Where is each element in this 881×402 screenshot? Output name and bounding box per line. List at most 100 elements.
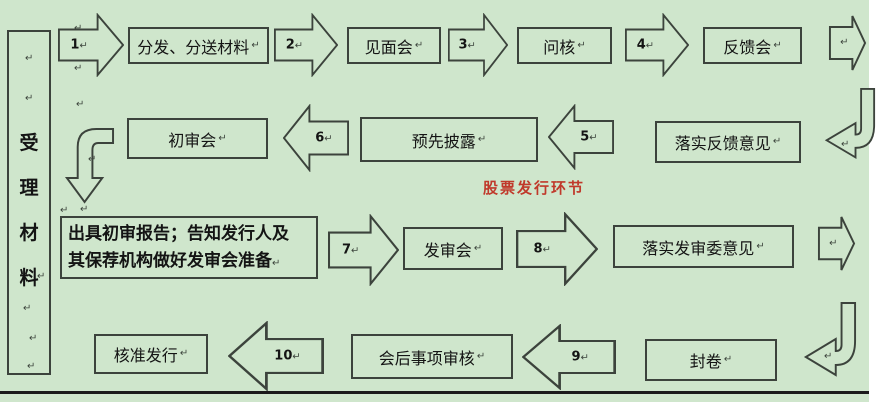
connector-row2-to-row3 [62, 126, 115, 204]
arrow-step-8: 8↵ [516, 212, 598, 286]
arrow-7-label: 7 [342, 242, 352, 258]
arrow-3-label: 3 [458, 37, 468, 53]
paragraph-mark: ↵ [772, 136, 782, 147]
arrow-step-10: 10↵ [228, 321, 324, 391]
paragraph-mark: ↵ [580, 352, 589, 364]
paragraph-mark: ↵ [723, 354, 733, 365]
node-label: 分发、分送材料 [137, 37, 250, 57]
arrow-step-3: 3↵ [448, 13, 508, 77]
right-block-arrow-icon [516, 212, 598, 286]
paragraph-mark: ↵ [473, 242, 483, 254]
paragraph-mark: ↵ [76, 99, 85, 110]
left-block-arrow-icon [283, 104, 349, 172]
arrow-10-label: 10 [274, 348, 293, 364]
flow-node-preliminary-report: 出具初审报告；告知发行人及 其保荐机构做好发审会准备↵ [60, 216, 318, 279]
vertical-char-2: 理 [19, 177, 39, 199]
small-right-arrow-icon [817, 216, 856, 271]
node-label-line2: 其保荐机构做好发审会准备 [68, 251, 272, 271]
left-block-arrow-icon [228, 321, 324, 391]
paragraph-mark: ↵ [29, 333, 38, 344]
paragraph-mark: ↵ [351, 245, 360, 257]
vertical-char-1: 受 [19, 132, 39, 154]
connector-row3-exit: ↵ [817, 215, 856, 272]
paragraph-mark: ↵ [25, 93, 34, 104]
flow-node-meeting-session: 见面会↵ [347, 27, 441, 64]
flow-node-inquiry-check: 问核↵ [517, 27, 612, 64]
u-turn-left-arrow-icon [824, 87, 876, 160]
right-block-arrow-icon [448, 13, 508, 77]
paragraph-mark: ↵ [645, 40, 655, 52]
node-label: 落实反馈意见 [674, 134, 771, 153]
connector-row1-exit: ↵ [828, 14, 867, 72]
paragraph-mark: ↵ [756, 240, 765, 252]
paragraph-mark: ↵ [60, 205, 69, 216]
bottom-border-line [0, 391, 869, 394]
connector-row1-to-row2 [822, 87, 876, 165]
node-label: 落实发审委意见 [642, 238, 755, 258]
paragraph-mark: ↵ [79, 40, 88, 52]
paragraph-mark: ↵ [324, 133, 333, 145]
paragraph-mark: ↵ [88, 154, 97, 165]
node-label: 问核 [543, 37, 576, 57]
node-label: 核准发行 [113, 346, 178, 365]
paragraph-mark: ↵ [773, 39, 782, 51]
vertical-char-4: 料 [19, 267, 39, 289]
paragraph-mark: ↵ [824, 351, 833, 362]
node-label: 反馈会 [723, 37, 772, 57]
arrow-step-6: 6↵ [283, 104, 349, 172]
node-label: 预先披露 [411, 131, 476, 151]
arrow-step-7: 7↵ [328, 214, 399, 286]
arrow-4-label: 4 [636, 37, 646, 53]
paragraph-mark: ↵ [294, 40, 304, 52]
flow-node-implement-feedback: 落实反馈意见↵ [655, 121, 801, 163]
paragraph-mark: ↵ [74, 23, 83, 34]
paragraph-mark: ↵ [477, 133, 487, 145]
flow-node-post-meeting-review: 会后事项审核↵ [351, 334, 513, 379]
node-label: 会后事项审核 [378, 348, 475, 368]
paragraph-mark: ↵ [27, 361, 36, 372]
paragraph-mark: ↵ [23, 303, 32, 314]
paragraph-mark: ↵ [542, 244, 551, 256]
flow-node-seal-volume: 封卷↵ [645, 339, 777, 381]
paragraph-mark: ↵ [272, 258, 281, 269]
flow-node-issuance-review-meeting: 发审会↵ [403, 227, 503, 270]
paragraph-mark: ↵ [476, 350, 486, 362]
vertical-char-3: 材 [19, 222, 39, 244]
paragraph-mark: ↵ [840, 37, 849, 48]
elbow-down-arrow-icon [64, 128, 115, 204]
flow-node-feedback-meeting: 反馈会↵ [703, 27, 802, 64]
arrow-5-label: 5 [580, 129, 590, 145]
arrow-step-2: 2↵ [274, 13, 338, 77]
right-block-arrow-icon [274, 13, 338, 77]
node-label: 发审会 [423, 240, 472, 260]
flow-node-distribute-materials: 分发、分送材料↵ [128, 27, 269, 64]
right-block-arrow-icon [58, 13, 124, 77]
flow-node-approve-issuance: 核准发行↵ [94, 334, 208, 374]
flow-node-preliminary-review-meeting: 初审会↵ [127, 118, 268, 159]
arrow-step-9: 9↵ [522, 324, 616, 390]
arrow-8-label: 8 [533, 241, 543, 257]
paragraph-mark: ↵ [292, 351, 301, 363]
paragraph-mark: ↵ [577, 39, 586, 51]
node-label-line1: 出具初审报告；告知发行人及 [68, 224, 289, 244]
arrow-step-4: 4↵ [625, 13, 689, 77]
arrow-2-label: 2 [285, 37, 295, 53]
node-label: 封卷 [689, 352, 722, 371]
node-label: 见面会 [364, 37, 413, 57]
paragraph-mark: ↵ [467, 40, 476, 52]
paragraph-mark: ↵ [414, 39, 424, 51]
flow-node-implement-committee-opinions: 落实发审委意见↵ [613, 225, 794, 268]
u-turn-left-arrow-icon [803, 302, 857, 377]
paragraph-mark: ↵ [37, 271, 46, 282]
left-block-arrow-icon [548, 104, 614, 170]
right-block-arrow-icon [625, 13, 689, 77]
paragraph-mark: ↵ [74, 63, 83, 74]
paragraph-mark: ↵ [251, 39, 260, 51]
arrow-6-label: 6 [315, 130, 325, 146]
paragraph-mark: ↵ [80, 204, 89, 215]
arrow-step-5: 5↵ [548, 104, 614, 170]
paragraph-mark: ↵ [841, 139, 850, 150]
paragraph-mark: ↵ [589, 132, 598, 144]
flow-node-accept-materials: ↵ ↵ 受 理 材 料 ↵ ↵ ↵ ↵ [7, 30, 51, 375]
